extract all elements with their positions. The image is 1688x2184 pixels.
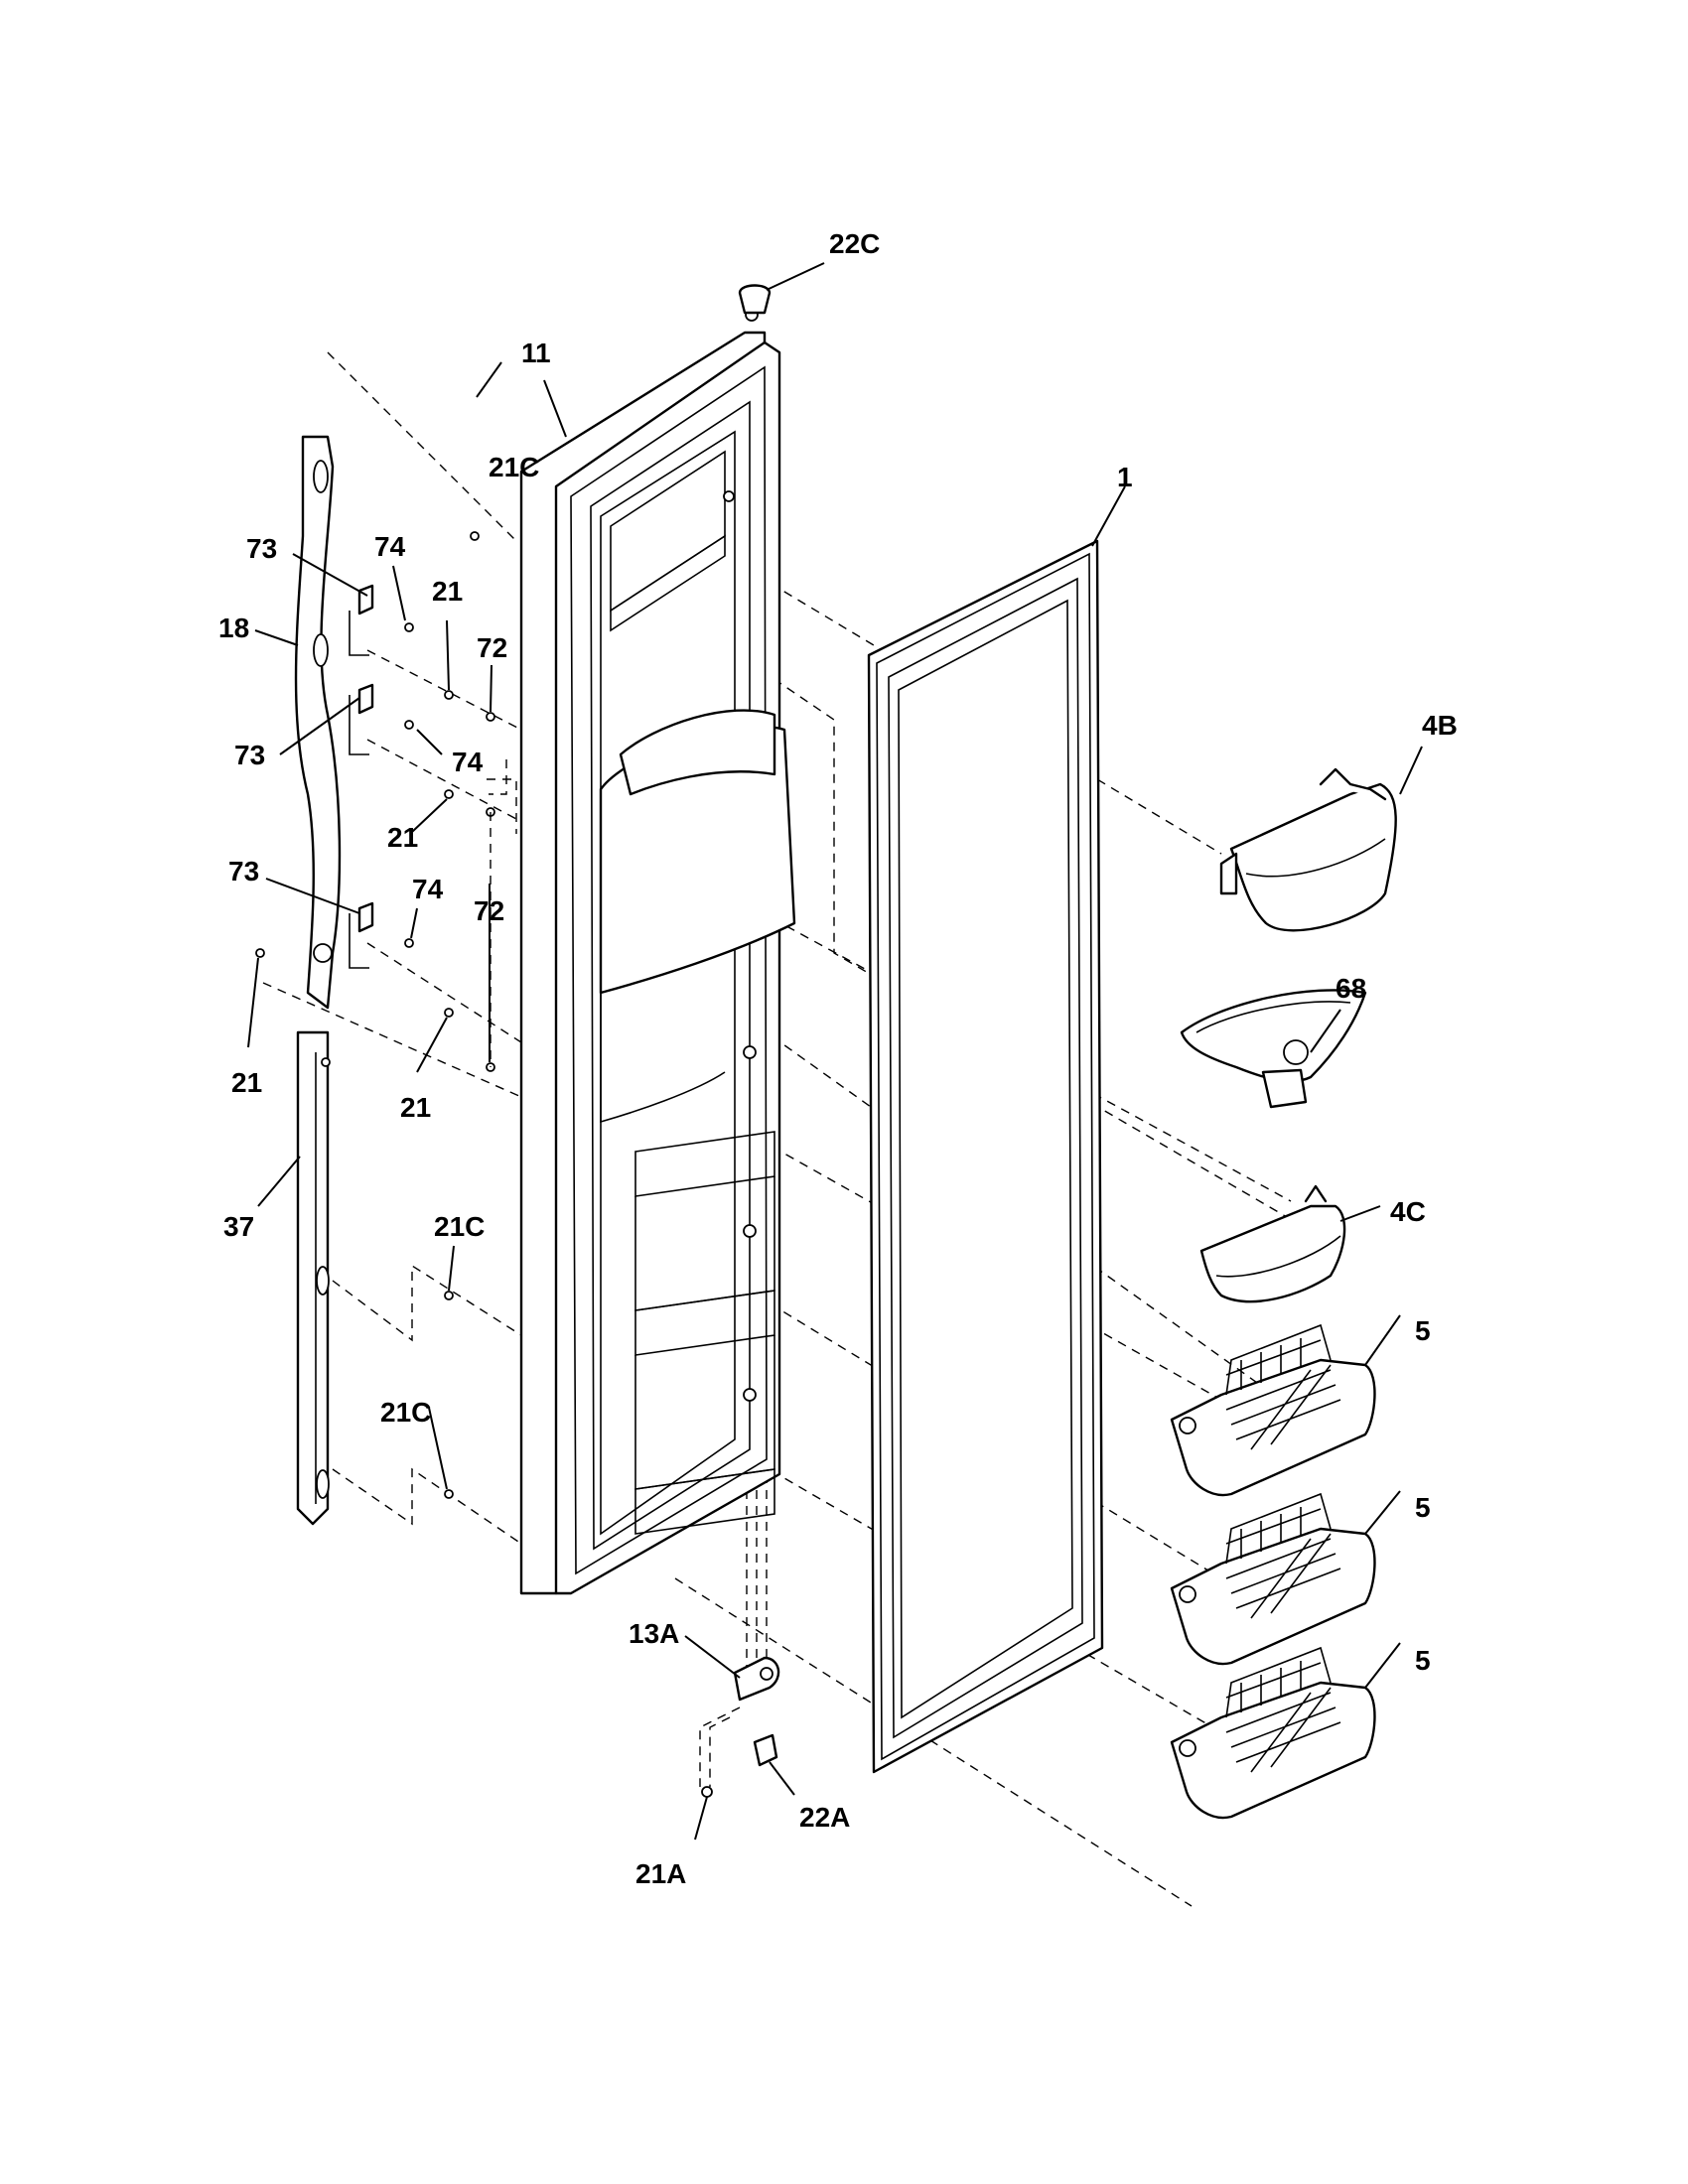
label-21a: 21A: [635, 1858, 686, 1889]
gasket-1: [867, 539, 1104, 1774]
label-68: 68: [1336, 973, 1366, 1004]
label-11: 11: [521, 338, 551, 368]
label-1: 1: [1117, 462, 1133, 492]
label-5-c: 5: [1415, 1645, 1431, 1676]
trim-37: [296, 1030, 331, 1526]
label-5-a: 5: [1415, 1315, 1431, 1346]
bin-4c: [1199, 1184, 1346, 1303]
label-22a: 22A: [799, 1802, 850, 1833]
ice-chute-68: [1180, 989, 1367, 1109]
clips-and-fasteners: [255, 531, 507, 1499]
assembly-dashed-lines: [262, 351, 1312, 1907]
label-13a: 13A: [629, 1618, 679, 1649]
label-4b: 4B: [1422, 710, 1458, 741]
handle-18: [294, 435, 342, 1010]
door-assembly-11: [519, 308, 796, 1595]
part-labels: 22C 11 21C 1 73 74 21 72 18 73 74 21 4B …: [218, 228, 1458, 1889]
label-21c-top: 21C: [489, 452, 539, 482]
bin-4b: [1219, 767, 1397, 932]
label-21-c: 21: [231, 1067, 262, 1098]
label-21-d: 21: [400, 1092, 431, 1123]
leader-lines: [247, 262, 1423, 1841]
label-72-b: 72: [474, 895, 504, 926]
label-21c-low: 21C: [380, 1397, 431, 1428]
label-73-a: 73: [246, 533, 277, 564]
label-72-a: 72: [477, 632, 507, 663]
label-4c: 4C: [1390, 1196, 1426, 1227]
label-21c-mid: 21C: [434, 1211, 485, 1242]
label-21-b: 21: [387, 822, 418, 853]
label-18: 18: [218, 613, 249, 643]
basket-5-a: [1170, 1323, 1376, 1497]
label-74-c: 74: [412, 874, 444, 904]
label-22c: 22C: [829, 228, 880, 259]
label-37: 37: [223, 1211, 254, 1242]
label-73-b: 73: [234, 740, 265, 770]
label-5-b: 5: [1415, 1492, 1431, 1523]
hinge-parts: [701, 284, 780, 1798]
label-21-a: 21: [432, 576, 463, 607]
basket-5-c: [1170, 1646, 1376, 1820]
label-74-b: 74: [452, 747, 484, 777]
label-73-c: 73: [228, 856, 259, 887]
label-74-a: 74: [374, 531, 406, 562]
basket-5-b: [1170, 1492, 1376, 1666]
